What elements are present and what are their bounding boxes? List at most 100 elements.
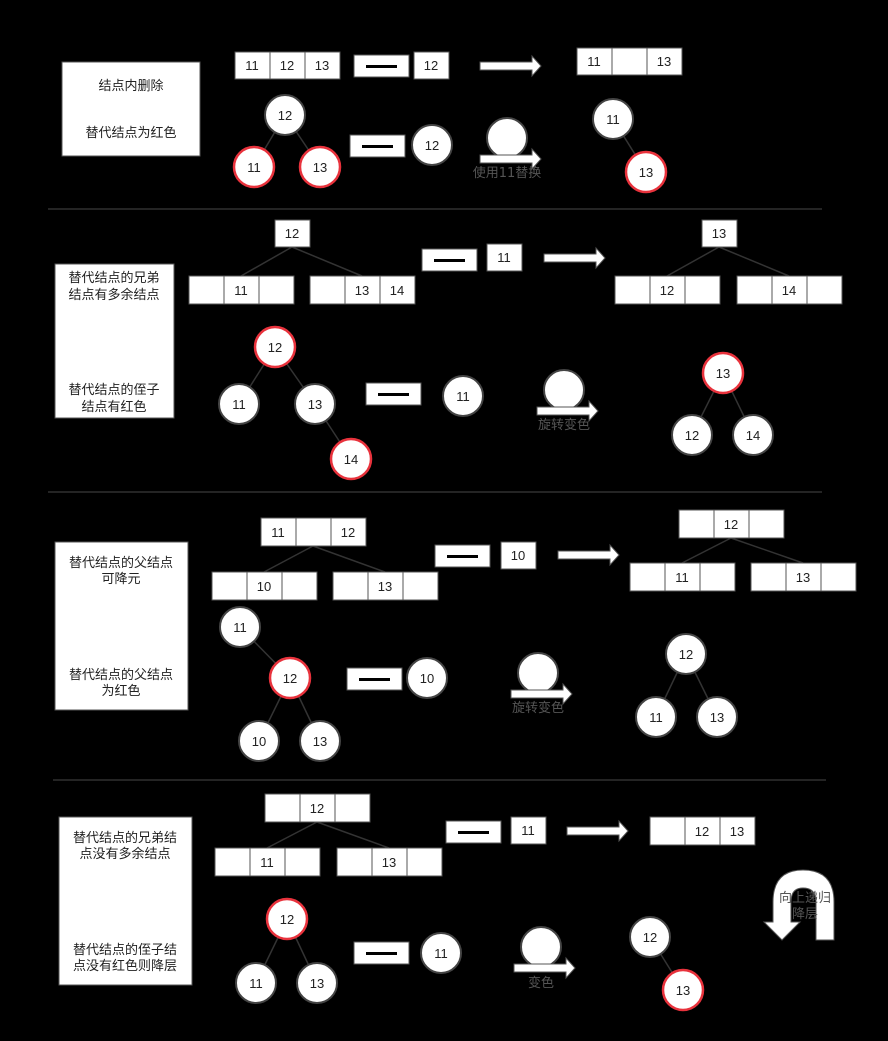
tree-node: 10 bbox=[238, 720, 280, 762]
btree-node: 11 bbox=[188, 275, 295, 305]
minus-sign bbox=[421, 248, 478, 272]
svg-text:11: 11 bbox=[606, 112, 620, 127]
btree-key bbox=[701, 219, 738, 248]
case-label-line: 结点有多余结点 bbox=[68, 287, 159, 303]
key-text: 13 bbox=[712, 226, 726, 241]
key-text: 14 bbox=[782, 283, 796, 298]
deleted-node: 11 bbox=[442, 375, 484, 417]
case-label-box bbox=[54, 263, 175, 419]
minus-sign bbox=[434, 544, 491, 568]
svg-text:11: 11 bbox=[649, 710, 663, 725]
key-text: 12 bbox=[285, 226, 299, 241]
operation-icon: 变色 bbox=[513, 926, 576, 991]
svg-text:14: 14 bbox=[344, 452, 358, 467]
btree-node: 13 14 bbox=[309, 275, 416, 305]
svg-text:11: 11 bbox=[456, 389, 470, 404]
u-turn-arrow-icon: 向上递归 降层 bbox=[762, 869, 835, 941]
btree-node: 11 12 bbox=[260, 517, 367, 547]
svg-text:13: 13 bbox=[639, 165, 653, 180]
operation-icon: 旋转变色 bbox=[510, 652, 573, 716]
case-label-box bbox=[54, 541, 189, 711]
deleted-node: 12 bbox=[411, 124, 453, 166]
btree-node: 13 bbox=[750, 562, 857, 592]
btree-key bbox=[234, 51, 271, 80]
section-1: 结点内删除 替代结点为红色 11 12 13 12 11 13 bbox=[61, 47, 683, 194]
svg-text:11: 11 bbox=[233, 620, 247, 635]
tree-node: 13 bbox=[294, 383, 336, 425]
operation-caption: 旋转变色 bbox=[538, 417, 590, 433]
btree-key bbox=[576, 47, 613, 76]
recurse-caption: 降层 bbox=[792, 907, 818, 922]
minus-sign bbox=[445, 820, 502, 844]
case-label-line: 点没有多余结点 bbox=[79, 846, 170, 862]
right-arrow-icon bbox=[543, 246, 606, 270]
btree-node: 14 bbox=[736, 275, 843, 305]
svg-text:14: 14 bbox=[746, 428, 760, 443]
svg-text:12: 12 bbox=[283, 671, 297, 686]
key-text: 12 bbox=[695, 824, 709, 839]
svg-text:12: 12 bbox=[685, 428, 699, 443]
key-text: 11 bbox=[675, 570, 689, 585]
tree-node-red: 13 bbox=[661, 968, 705, 1012]
case-label-line: 替代结点的父结点 bbox=[69, 667, 173, 683]
tree-node-red: 12 bbox=[253, 325, 297, 369]
key-text: 12 bbox=[660, 283, 674, 298]
key-text: 12 bbox=[280, 58, 294, 73]
svg-text:12: 12 bbox=[278, 108, 292, 123]
svg-text:12: 12 bbox=[268, 340, 282, 355]
svg-text:11: 11 bbox=[232, 397, 246, 412]
svg-text:13: 13 bbox=[308, 397, 322, 412]
deleted-key-box bbox=[486, 243, 523, 272]
right-arrow-icon bbox=[479, 54, 542, 78]
case-label-line: 可降元 bbox=[101, 572, 140, 587]
key-text: 13 bbox=[730, 824, 744, 839]
tree-node-red: 13 bbox=[701, 351, 745, 395]
deleted-key-box bbox=[500, 541, 537, 570]
tree-node: 14 bbox=[732, 414, 774, 456]
tree-node: 11 bbox=[235, 962, 277, 1004]
btree-node: 10 bbox=[211, 571, 318, 601]
svg-text:11: 11 bbox=[249, 976, 263, 991]
btree-node: 11 bbox=[214, 847, 321, 877]
case-label-line: 点没有红色则降层 bbox=[73, 958, 177, 974]
key-text: 11 bbox=[587, 54, 601, 69]
tree-node: 12 bbox=[629, 916, 671, 958]
operation-caption: 旋转变色 bbox=[512, 700, 564, 716]
case-label-line: 结点有红色 bbox=[81, 399, 146, 415]
key-text: 12 bbox=[341, 525, 355, 540]
key-text: 13 bbox=[315, 58, 329, 73]
key-text: 13 bbox=[657, 54, 671, 69]
tree-node-red: 14 bbox=[329, 437, 373, 481]
recurse-caption: 向上递归 bbox=[779, 890, 831, 906]
svg-text:10: 10 bbox=[252, 734, 266, 749]
tree-node-red: 12 bbox=[265, 897, 309, 941]
tree-node-red: 13 bbox=[298, 145, 342, 189]
tree-node: 11 bbox=[219, 606, 261, 648]
deleted-key-box bbox=[510, 816, 547, 845]
tree-node: 12 bbox=[671, 414, 713, 456]
tree-node: 12 bbox=[264, 94, 306, 136]
btree-key bbox=[646, 47, 683, 76]
key-text: 12 bbox=[724, 517, 738, 532]
key-text: 10 bbox=[511, 548, 525, 563]
key-text: 11 bbox=[245, 58, 259, 73]
btree-key bbox=[611, 47, 648, 76]
btree-node: 11 bbox=[629, 562, 736, 592]
svg-text:13: 13 bbox=[716, 366, 730, 381]
operation-caption: 变色 bbox=[528, 975, 554, 991]
key-text: 13 bbox=[382, 855, 396, 870]
svg-text:12: 12 bbox=[280, 912, 294, 927]
btree-node: 13 bbox=[336, 847, 443, 877]
tree-node-red: 13 bbox=[624, 150, 668, 194]
btree-node: 12 bbox=[264, 793, 371, 823]
btree-node: 13 bbox=[332, 571, 439, 601]
svg-text:13: 13 bbox=[313, 160, 327, 175]
minus-sign bbox=[353, 941, 410, 965]
btree-key bbox=[304, 51, 341, 80]
case-label-line: 为红色 bbox=[101, 683, 140, 699]
deleted-key-box bbox=[413, 51, 450, 80]
section-3: 替代结点的父结点 可降元 替代结点的父结点 为红色 11 12 10 13 bbox=[54, 509, 857, 762]
svg-text:13: 13 bbox=[710, 710, 724, 725]
btree-node: 11 12 13 bbox=[234, 51, 341, 80]
